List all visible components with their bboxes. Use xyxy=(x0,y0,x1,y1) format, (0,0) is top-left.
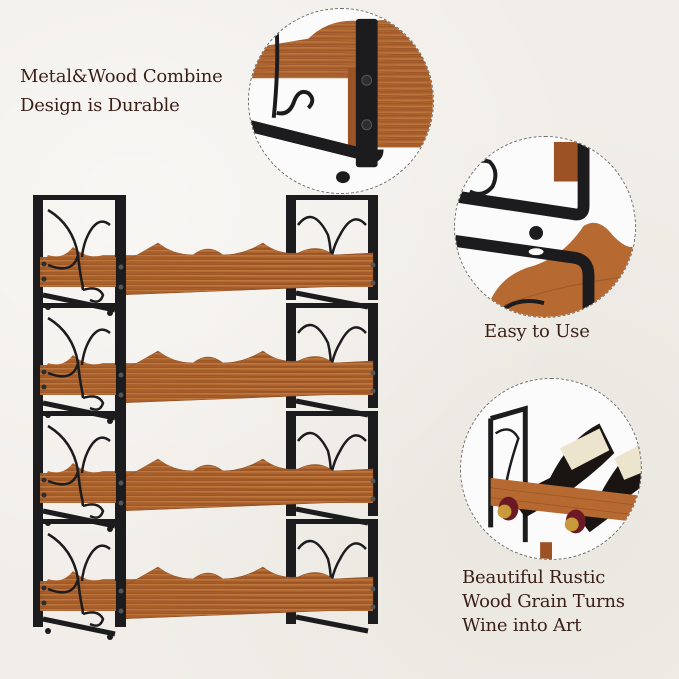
four-tier-wine-rack xyxy=(28,195,388,665)
connector-detail-illustration xyxy=(455,137,635,317)
wine-rack-illustration xyxy=(28,195,388,665)
caption-line: Design is Durable xyxy=(20,95,180,116)
rack-tier-3 xyxy=(33,411,378,532)
caption-line: Wood Grain Turns xyxy=(462,591,625,612)
caption-line: Easy to Use xyxy=(484,321,590,342)
caption-durable-design: Metal&Wood Combine Design is Durable xyxy=(20,62,223,120)
detail-callout-wine-bottles xyxy=(460,378,642,560)
caption-easy-to-use: Easy to Use xyxy=(484,320,590,344)
caption-rustic-wood-grain: Beautiful Rustic Wood Grain Turns Wine i… xyxy=(462,566,625,638)
caption-line: Beautiful Rustic xyxy=(462,567,606,588)
caption-line: Wine into Art xyxy=(462,615,582,636)
rack-tier-2 xyxy=(33,303,378,424)
detail-callout-stacking-connector xyxy=(454,136,636,318)
wine-bottles-illustration xyxy=(461,379,641,559)
detail-callout-bracket xyxy=(248,8,434,194)
caption-line: Metal&Wood Combine xyxy=(20,66,223,87)
rack-tier-4 xyxy=(33,519,378,640)
rack-tier-1 xyxy=(33,195,378,316)
bracket-detail-illustration xyxy=(249,9,433,193)
